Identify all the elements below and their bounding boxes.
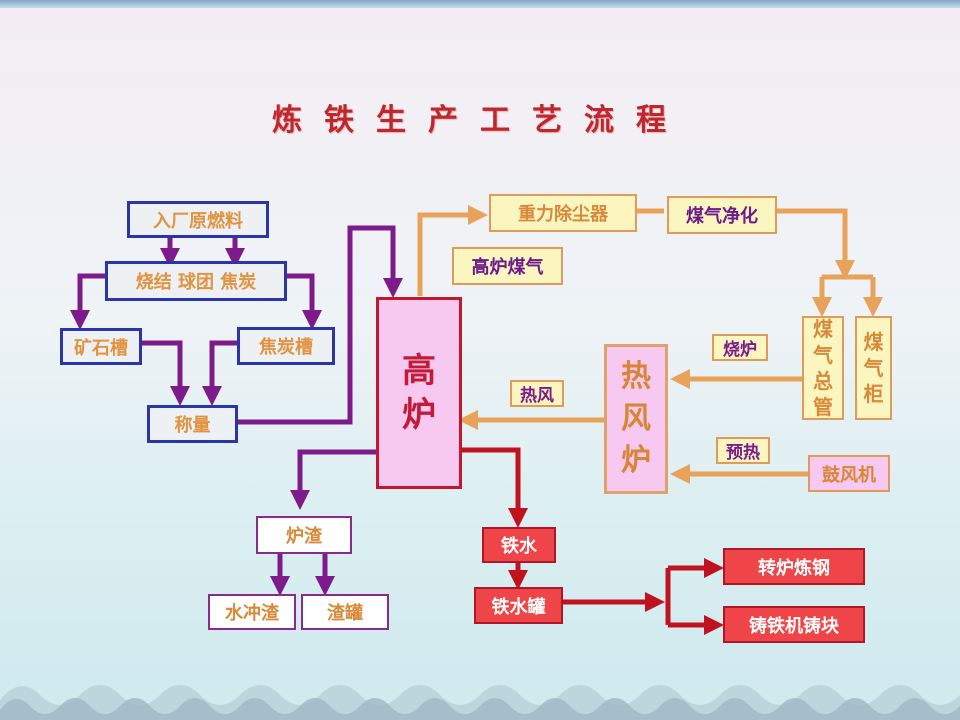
box-slag: 炉渣 [256,516,352,554]
arrow-weigh-to-furnace [238,225,403,425]
box-blower: 鼓风机 [808,455,890,492]
label-preheat: 预热 [716,437,770,464]
box-hot-stove: 热 风 炉 [604,344,668,494]
blast-furnace-char-1: 高 [402,351,436,391]
box-gas-cleaning: 煤气净化 [667,196,777,234]
box-converter: 转炉炼钢 [723,548,865,585]
arrow-furnace-to-slag [290,449,376,510]
page-title: 炼铁生产工艺流程 [272,103,688,138]
hot-stove-char-1: 热 [621,359,651,394]
gas-holder-char-3: 柜 [863,382,884,406]
arrow-coke-to-weigh [202,340,238,406]
box-molten-iron: 铁水 [482,527,556,563]
gas-holder-char-2: 气 [863,356,884,380]
arrow-clean-to-main [777,208,855,280]
box-gravity-dust: 重力除尘器 [489,194,637,232]
box-coke-bin: 焦炭槽 [237,327,335,365]
box-weighing: 称量 [147,405,238,443]
arrow-to-coke-bin [287,273,322,330]
label-hot-blast: 热风 [510,380,564,407]
box-casting: 铸铁机铸块 [723,606,865,643]
label-burn: 烧炉 [712,334,768,361]
label-bf-gas: 高炉煤气 [452,247,563,285]
wave-decoration [0,685,960,720]
box-blast-furnace: 高 炉 [376,297,462,489]
hot-stove-char-2: 风 [621,401,651,436]
gas-holder-char-1: 煤 [863,330,884,354]
box-raw-fuel: 入厂原燃料 [127,201,269,238]
arrow-ore-to-weigh [140,340,190,406]
gas-main-char-2: 气 [813,343,833,367]
box-ore-bin: 矿石槽 [60,328,142,365]
gas-main-char-4: 管 [813,395,833,419]
arrow-to-ore-bin [70,273,108,330]
box-sinter-pellet-coke: 烧结 球团 焦炭 [105,261,287,301]
box-slag-pot: 渣罐 [301,594,389,630]
box-water-slag: 水冲渣 [208,594,296,630]
box-gas-main: 煤 气 总 管 [802,316,844,420]
arrow-furnace-to-iron [462,447,528,528]
arrow-furnace-to-dust [417,205,488,296]
gas-main-char-1: 煤 [813,317,833,341]
box-iron-ladle: 铁水罐 [474,587,563,624]
gas-main-char-3: 总 [813,369,833,393]
blast-furnace-char-2: 炉 [402,395,436,435]
top-banner [0,0,960,8]
hot-stove-char-3: 炉 [621,443,651,478]
box-gas-holder: 煤 气 柜 [855,316,892,420]
